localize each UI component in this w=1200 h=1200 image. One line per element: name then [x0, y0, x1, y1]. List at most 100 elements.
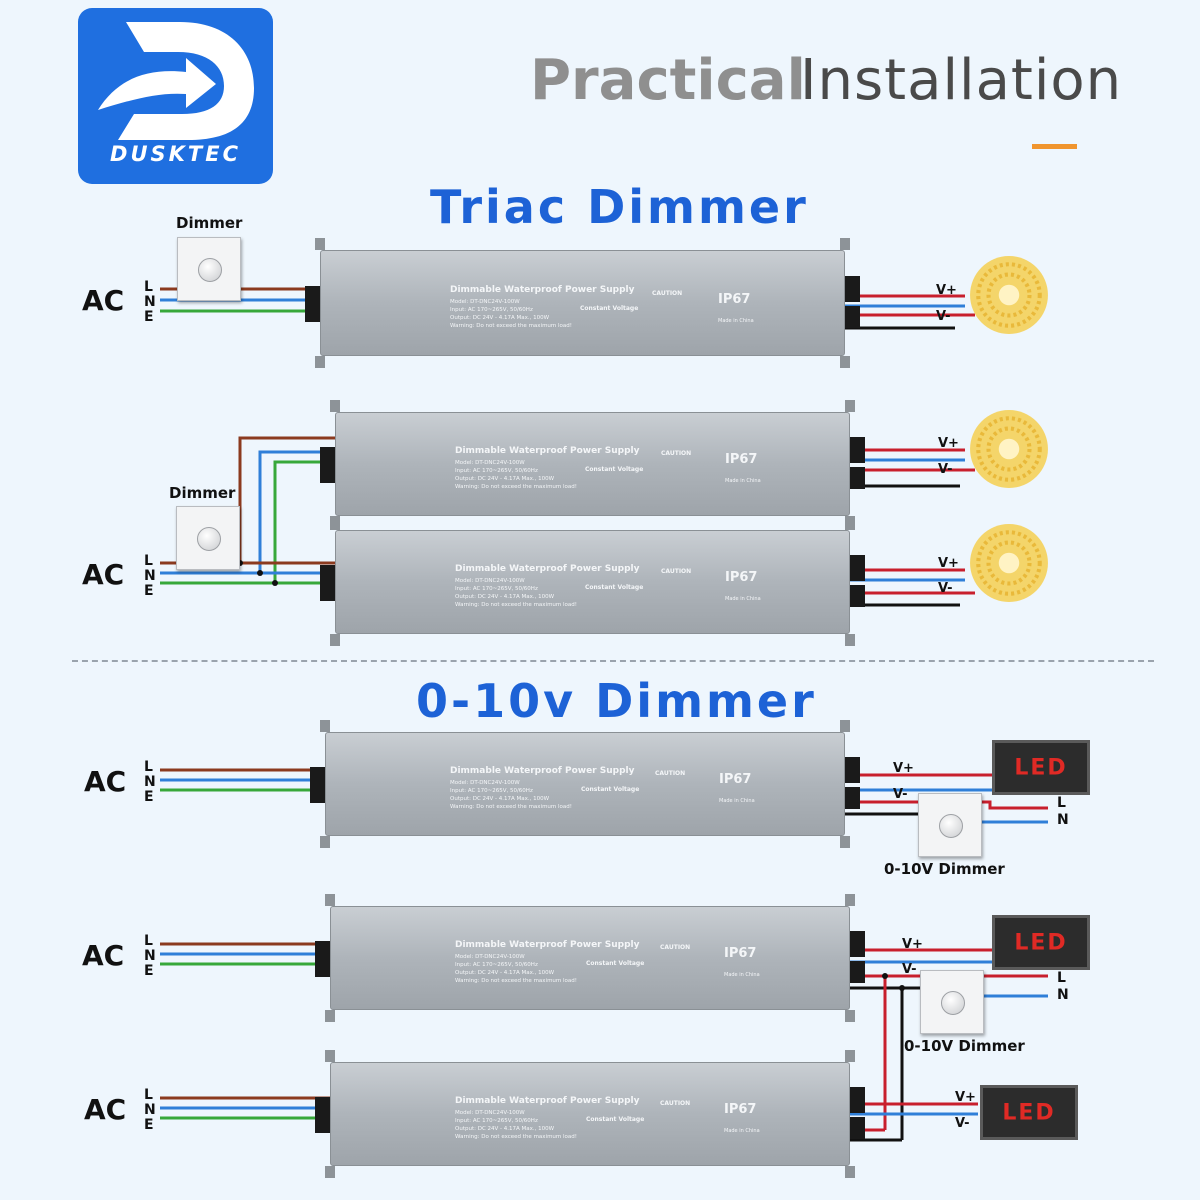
psu-caution: CAUTION	[660, 1100, 691, 1107]
v-minus-label: V-	[893, 787, 908, 802]
ac-label: AC	[82, 939, 125, 972]
psu-title: Dimmable Waterproof Power Supply	[450, 285, 635, 295]
psu-hardware	[310, 720, 860, 848]
zero-ten-diagram-1	[160, 768, 1048, 824]
dimmer-label: Dimmer	[169, 484, 236, 502]
psu-origin: Made in China	[724, 972, 760, 978]
mounting-tab	[840, 356, 850, 368]
power-supply-housing	[335, 412, 850, 516]
triac-dimmer-switch	[177, 237, 241, 301]
mounting-tab	[845, 1050, 855, 1062]
psu-output: Output: DC 24V - 4.17A Max., 100W	[455, 970, 555, 976]
psu-title: Dimmable Waterproof Power Supply	[455, 564, 640, 574]
dimmer-label: Dimmer	[176, 214, 243, 232]
mounting-tab	[325, 1050, 335, 1062]
psu-origin: Made in China	[725, 596, 761, 602]
psu-warning: Warning: Do not exceed the maximum load!	[455, 978, 577, 984]
logo-d-arrow-icon	[98, 22, 254, 140]
power-supply-housing	[330, 1062, 850, 1166]
psu-origin: Made in China	[718, 318, 754, 324]
n-label: N	[144, 294, 156, 310]
dim-cable-gland	[847, 585, 865, 607]
mounting-tab	[330, 634, 340, 646]
psu-title: Dimmable Waterproof Power Supply	[455, 446, 640, 456]
power-supply: Dimmable Waterproof Power Supply Model: …	[310, 720, 860, 848]
psu-model: Model: DT-DNC24V-100W	[455, 954, 525, 960]
led-strip-reel-icon	[970, 410, 1048, 488]
triac-diagram-2	[160, 436, 975, 607]
header-installation: Installation	[800, 48, 1123, 113]
led-load-label: LED	[1014, 755, 1068, 780]
psu-mode: Constant Voltage	[586, 960, 645, 967]
v-plus-label: V+	[936, 283, 957, 298]
l-label: L	[1057, 970, 1066, 986]
v-plus-label: V+	[938, 556, 959, 571]
lne-labels: L N E	[144, 554, 156, 599]
psu-input: Input: AC 170~265V, 50/60Hz	[450, 307, 533, 313]
ac-label: AC	[82, 558, 125, 591]
led-load-label: LED	[1014, 930, 1068, 955]
e-label: E	[144, 963, 154, 979]
e-label: E	[144, 309, 154, 325]
dimmer-knob-icon	[941, 991, 965, 1015]
input-cable-gland	[310, 767, 328, 803]
section-divider	[72, 660, 1154, 662]
input-cable-gland	[315, 1097, 333, 1133]
psu-mode: Constant Voltage	[580, 305, 639, 312]
e-label: E	[144, 583, 154, 599]
l-label: L	[144, 553, 153, 569]
power-supply-housing	[325, 732, 845, 836]
psu-mode: Constant Voltage	[581, 786, 640, 793]
zero-ten-diagram-2	[160, 942, 1048, 1142]
psu-input: Input: AC 170~265V, 50/60Hz	[455, 962, 538, 968]
psu-caution: CAUTION	[655, 770, 686, 777]
mounting-tab	[845, 400, 855, 412]
psu-output: Output: DC 24V - 4.17A Max., 100W	[455, 594, 555, 600]
mounting-tab	[845, 1166, 855, 1178]
psu-ip-rating: IP67	[719, 772, 752, 787]
psu-hardware	[315, 894, 865, 1022]
psu-title: Dimmable Waterproof Power Supply	[450, 766, 635, 776]
output-cable-gland	[847, 555, 865, 581]
l-label: L	[144, 1087, 153, 1103]
n-label: N	[1057, 812, 1069, 828]
input-cable-gland	[320, 447, 338, 483]
input-cable-gland	[305, 286, 323, 322]
mounting-tab	[845, 518, 855, 530]
psu-output: Output: DC 24V - 4.17A Max., 100W	[450, 315, 550, 321]
dimmer-knob-icon	[198, 258, 222, 282]
psu-output: Output: DC 24V - 4.17A Max., 100W	[455, 476, 555, 482]
zero-ten-dimmer-switch	[918, 793, 982, 857]
psu-warning: Warning: Do not exceed the maximum load!	[455, 1134, 577, 1140]
n-label: N	[1057, 987, 1069, 1003]
brand-name: DUSKTEC	[110, 142, 241, 166]
psu-warning: Warning: Do not exceed the maximum load!	[455, 602, 577, 608]
mounting-tab	[845, 634, 855, 646]
zero-ten-dimmer-switch	[920, 970, 984, 1034]
psu-model: Model: DT-DNC24V-100W	[455, 578, 525, 584]
e-label: E	[144, 789, 154, 805]
dim-cable-gland	[842, 787, 860, 809]
output-cable-gland	[847, 437, 865, 463]
v-minus-label: V-	[902, 962, 917, 977]
n-label: N	[144, 1102, 156, 1118]
header-practical: Practical	[530, 48, 806, 113]
mounting-tab	[325, 1010, 335, 1022]
l-label: L	[144, 759, 153, 775]
psu-output: Output: DC 24V - 4.17A Max., 100W	[455, 1126, 555, 1132]
mounting-tab	[315, 238, 325, 250]
led-strip-reel-icon	[970, 524, 1048, 602]
v-minus-label: V-	[938, 462, 953, 477]
psu-model: Model: DT-DNC24V-100W	[450, 780, 520, 786]
psu-caution: CAUTION	[661, 450, 692, 457]
led-load: LED	[980, 1085, 1078, 1140]
section-title-triac: Triac Dimmer	[430, 180, 809, 234]
mounting-tab	[840, 720, 850, 732]
v-plus-label: V+	[902, 937, 923, 952]
psu-hardware	[305, 238, 860, 368]
psu-warning: Warning: Do not exceed the maximum load!	[450, 323, 572, 329]
mounting-tab	[320, 836, 330, 848]
psu-input: Input: AC 170~265V, 50/60Hz	[455, 468, 538, 474]
